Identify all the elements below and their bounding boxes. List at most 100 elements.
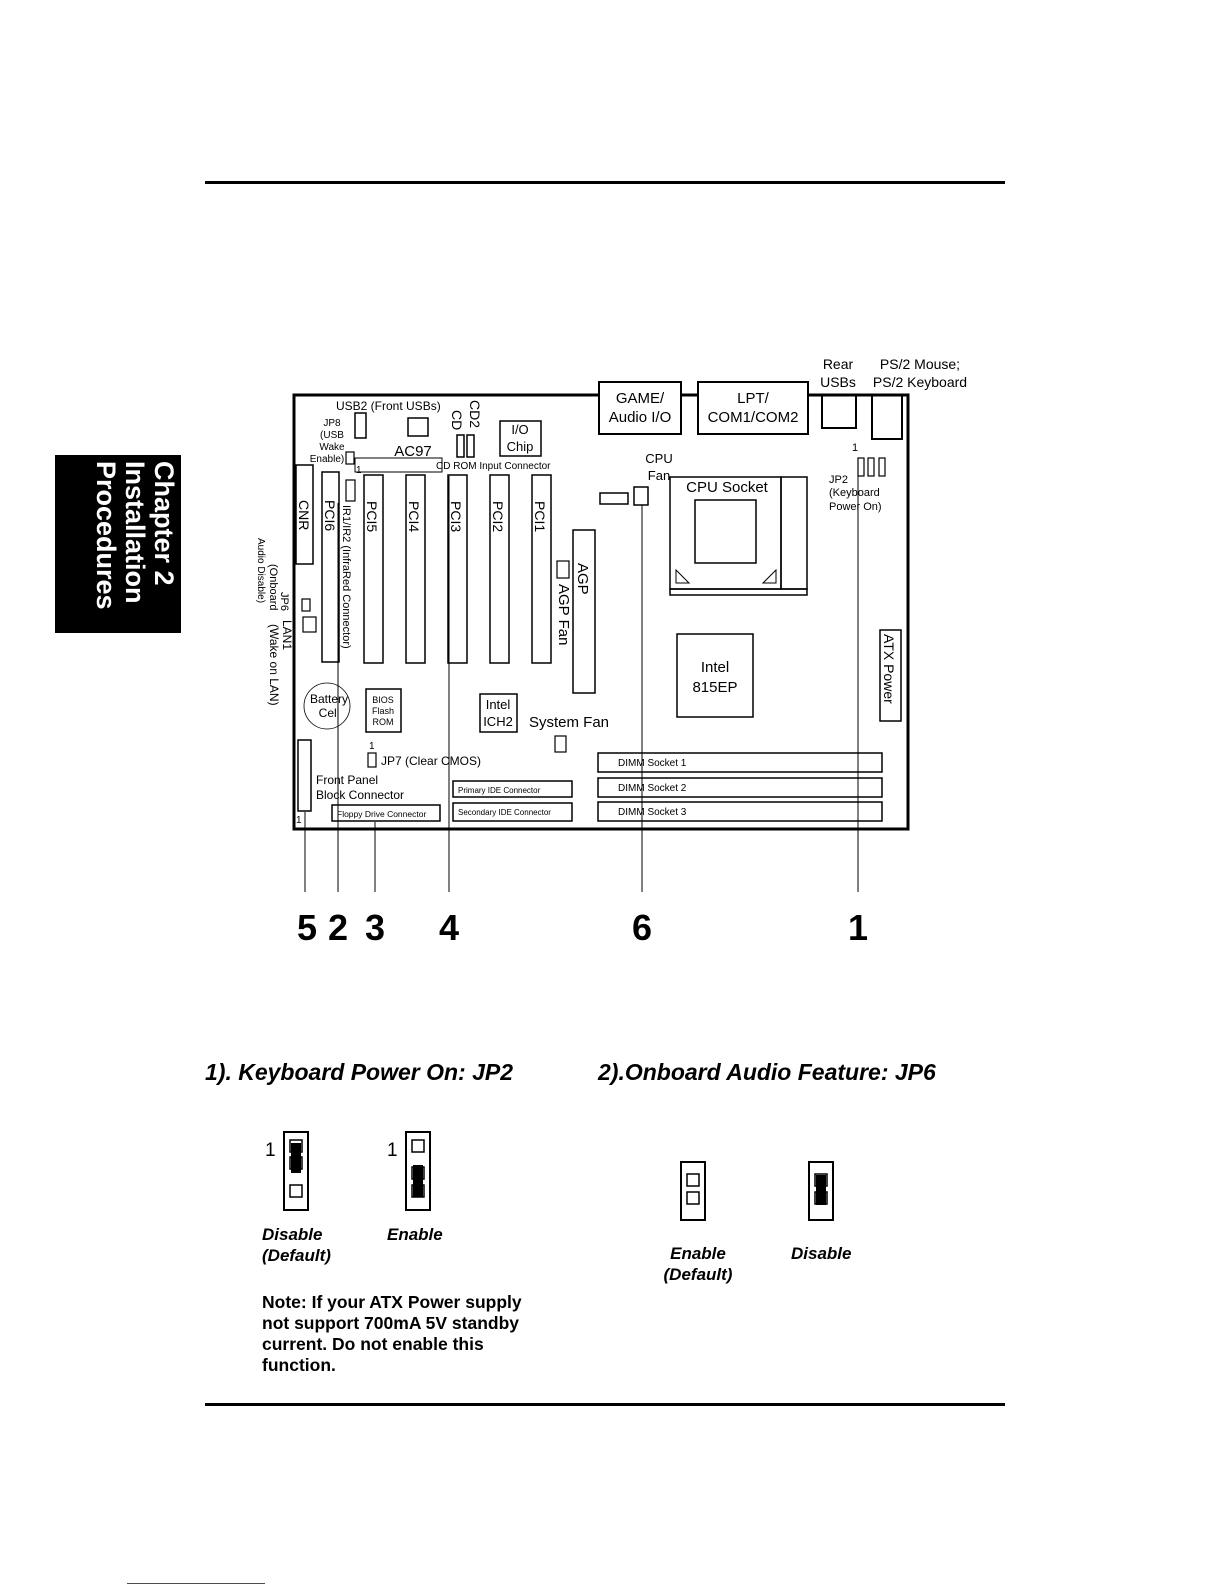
dimm-socket-2: [597, 777, 883, 798]
jp6-enable-jumper-diagram: [680, 1161, 706, 1221]
callout-6: 6: [632, 907, 652, 948]
dimm-socket-3: [597, 801, 883, 822]
io-chip-label-2: Chip: [507, 439, 534, 454]
secondary-ide-label: Secondary IDE Connector: [458, 808, 551, 817]
dimm3-label: DIMM Socket 3: [618, 807, 687, 818]
callout-1: 1: [848, 907, 868, 948]
intel-815-label-1: Intel: [701, 659, 729, 676]
callout-4: 4: [439, 907, 459, 948]
jp8-label-1: JP8: [323, 418, 341, 429]
lpt-com-label-1: LPT/: [737, 390, 770, 407]
battery-label-1: Battery: [310, 692, 348, 706]
ac97-chip: [407, 417, 429, 437]
ps2-port: [871, 394, 903, 440]
lpt-com-label-2: COM1/COM2: [708, 409, 799, 426]
ich2-label-2: ICH2: [483, 714, 513, 729]
jp6-side-label-1: JP6: [278, 592, 290, 611]
pci6-label: PCI6: [322, 500, 338, 531]
jp6-jumper: [301, 598, 311, 612]
ich2-label-1: Intel: [486, 697, 511, 712]
cpu-area-connector: [599, 492, 629, 505]
section1-title: 1). Keyboard Power On: JP2: [205, 1059, 514, 1085]
pci5-slot: [363, 474, 384, 664]
secondary-ide-connector: [452, 802, 573, 822]
callout-3: 3: [365, 907, 385, 948]
cd-connector: [456, 434, 465, 458]
front-panel-connector: [297, 739, 312, 812]
jp6-enable-label: Enable (Default): [660, 1243, 736, 1285]
front-panel-label-2: Block Connector: [316, 788, 404, 802]
jp7-jumper: [367, 752, 377, 768]
ir-connector: [345, 479, 356, 502]
jp2-disable-label: Disable (Default): [262, 1224, 331, 1266]
jp8-jumper: [345, 451, 355, 465]
note-line-3: current. Do not enable this: [262, 1334, 484, 1354]
cpu-socket-lever: [780, 476, 808, 590]
ps2-label-2: PS/2 Keyboard: [873, 374, 967, 390]
cpu-corner-mark: [761, 568, 777, 584]
usb2-header: [354, 412, 367, 439]
rear-usb-port: [821, 394, 857, 429]
agp-slot: [572, 529, 596, 694]
ac97-area: [354, 457, 443, 473]
callout-2: 2: [328, 907, 348, 948]
intel-815ep-chip: [676, 633, 754, 718]
jp6-side-label-3: Audio Disable): [255, 538, 266, 603]
pci6-slot: [321, 471, 340, 663]
cpu-fan-label-2: Fan: [648, 468, 670, 483]
lan1-connector: [302, 616, 317, 633]
pci2-slot: [489, 474, 510, 664]
primary-ide-connector: [452, 780, 573, 798]
jp6-disable-label: Disable: [791, 1244, 852, 1263]
front-panel-pin-one: 1: [296, 815, 302, 826]
pci2-label: PCI2: [490, 501, 506, 532]
system-fan-label: System Fan: [529, 714, 609, 731]
bios-chip: [365, 688, 402, 733]
cpu-fan-header: [633, 486, 649, 506]
jp2-enable-jumper-diagram: [405, 1131, 431, 1211]
io-chip-label-1: I/O: [511, 422, 528, 437]
game-audio-label-1: GAME/: [616, 390, 665, 407]
atx-power-connector: [879, 629, 902, 722]
jp6-enable-label-line-2: (Default): [663, 1265, 733, 1284]
pci3-label: PCI3: [448, 501, 464, 532]
pci4-label: PCI4: [406, 501, 422, 532]
jp2-pin-b: [867, 457, 875, 477]
cpu-die: [694, 499, 757, 564]
pci1-slot: [531, 474, 552, 664]
chapter-tab: [55, 455, 181, 633]
jp2-enable-pin-one: 1: [387, 1140, 398, 1161]
dimm2-label: DIMM Socket 2: [618, 783, 687, 794]
callout-5: 5: [297, 907, 317, 948]
dimm-socket-1: [597, 752, 883, 773]
jp2-label-3: Power On): [829, 501, 882, 513]
ir-pin-one: 1: [356, 465, 362, 476]
floppy-label: Floppy Drive Connector: [337, 809, 426, 819]
lpt-com-port: [697, 381, 809, 435]
primary-ide-label: Primary IDE Connector: [458, 786, 541, 795]
ich2-chip: [479, 693, 518, 733]
lan1-side-label-2: (Wake on LAN): [267, 624, 281, 706]
note-line-2: not support 700mA 5V standby: [262, 1313, 520, 1333]
floppy-connector: [331, 804, 441, 822]
jp2-label-2: (Keyboard: [829, 487, 880, 499]
cd2-label: CD2: [467, 400, 483, 428]
jp6-enable-label-line-1: Enable: [670, 1244, 726, 1263]
jp2-pin-one: 1: [852, 442, 858, 454]
agp-label: AGP: [574, 563, 591, 595]
cpu-pin1-mark: [675, 568, 691, 584]
pci5-label: PCI5: [364, 501, 380, 532]
io-chip: [499, 420, 542, 457]
cd-rom-label: CD ROM Input Connector: [436, 461, 551, 472]
jp2-disable-jumper-diagram: [283, 1131, 309, 1211]
jp2-disable-label-line-2: (Default): [262, 1246, 331, 1265]
jp7-pin-one: 1: [369, 741, 375, 752]
top-rule: [205, 181, 1005, 184]
ac97-label: AC97: [394, 443, 432, 460]
jp7-label: JP7 (Clear CMOS): [381, 754, 481, 768]
ps2-label-1: PS/2 Mouse;: [880, 356, 960, 372]
pci4-slot: [405, 474, 426, 664]
jp2-pin-a: [857, 457, 865, 477]
jp6-disable-jumper-diagram: [808, 1161, 834, 1221]
note-line-4: function.: [262, 1355, 336, 1375]
